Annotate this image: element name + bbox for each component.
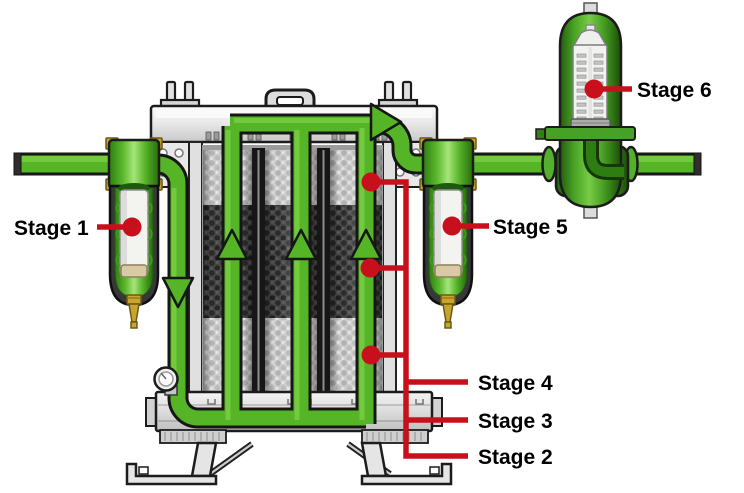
pressure-gauge-icon (153, 366, 179, 396)
label-stage-2: Stage 2 (478, 446, 553, 469)
pipe-end-cap (693, 152, 702, 176)
label-stage-4: Stage 4 (478, 372, 553, 395)
flange (541, 145, 557, 183)
callout-lines (97, 79, 632, 459)
stage5-filter-head (421, 138, 475, 190)
stage6-inner-elbow (586, 140, 624, 177)
element-clips (429, 201, 467, 267)
lifting-lug-icon (377, 80, 419, 111)
stage1-filter-head (107, 138, 161, 190)
callout-dot (584, 79, 604, 99)
stage1-drain-valve (126, 294, 142, 329)
callout-dot (361, 345, 381, 365)
vessel-wall (188, 141, 203, 396)
stage6-clamp-band (544, 126, 636, 141)
callout-line-stage2 (371, 179, 468, 459)
stage6-cartridge (570, 24, 611, 138)
vessel-legs (125, 441, 453, 486)
inlet-pipe (13, 152, 120, 176)
flow-arrow-right-icon (369, 102, 403, 142)
stage6-vessel (535, 2, 639, 219)
flow-arrow-down-icon (161, 276, 195, 309)
stage5-drain-valve (440, 294, 456, 329)
foot (360, 462, 453, 486)
flow-arrow-up-icon (215, 228, 249, 261)
flow-arrow-up-icon (284, 228, 318, 261)
callout-dot (442, 216, 462, 236)
flow-arrow-up-icon (349, 228, 383, 261)
callout-dot (122, 217, 142, 237)
callout-dot (360, 258, 380, 278)
label-stage-1: Stage 1 (14, 217, 89, 240)
foot (125, 462, 218, 486)
callout-dot (361, 172, 381, 192)
stage1-filter (105, 137, 163, 329)
label-stage-6: Stage 6 (637, 79, 712, 102)
label-stage-5: Stage 5 (493, 216, 568, 239)
label-stage-3: Stage 3 (478, 410, 553, 433)
stage5-filter (419, 137, 477, 329)
pipe-end-cap (13, 152, 22, 176)
